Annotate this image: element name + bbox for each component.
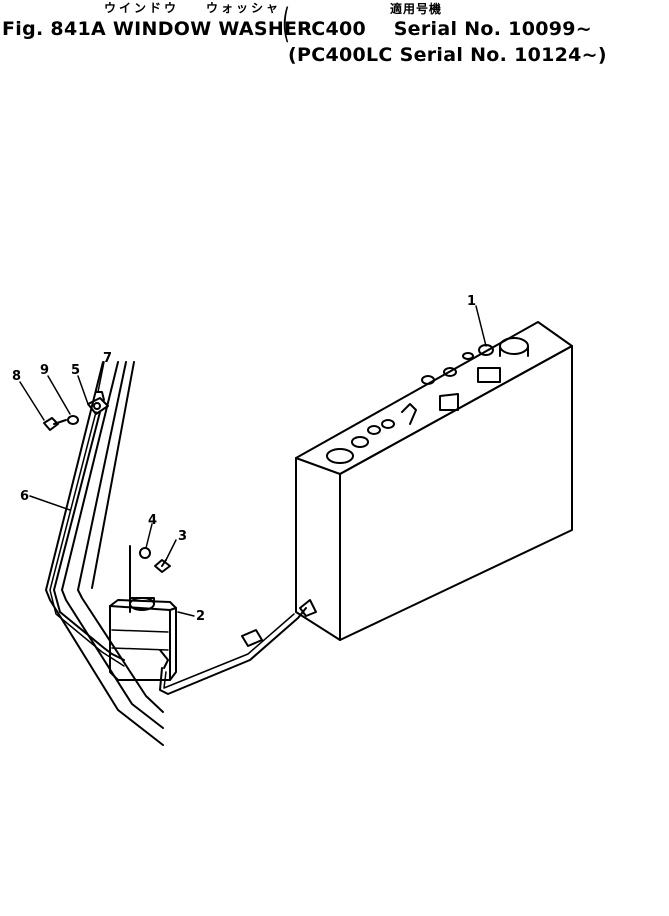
- washer-hose-inner: [49, 411, 125, 667]
- callout-4: 4: [148, 513, 157, 528]
- serial-open-paren: (: [282, 1, 290, 47]
- callout-2: 2: [196, 609, 205, 624]
- tank-bolt-3: [154, 559, 171, 573]
- applicability-label: 適用号機: [390, 2, 443, 16]
- figure-title: Fig. 841A WINDOW WASHER: [2, 18, 313, 40]
- tank-washer-ring: [139, 547, 151, 559]
- callout-7: 7: [103, 351, 112, 366]
- washer-tube-inner: [163, 613, 295, 689]
- controller-box: [295, 321, 573, 641]
- callout-1: 1: [467, 294, 476, 309]
- washer-tube: [159, 607, 307, 695]
- callout-8: 8: [12, 369, 21, 384]
- callout-6: 6: [20, 489, 29, 504]
- cab-window-frame: [45, 361, 164, 746]
- serial-line-pc400lc: (PC400LC Serial No. 10124~): [288, 44, 607, 66]
- washer-tank: [109, 597, 177, 681]
- kana-washer-label: ウォッシャ: [206, 1, 282, 15]
- tube-connector: [241, 629, 263, 647]
- serial-line-pc400: PC400 Serial No. 10099~: [297, 18, 592, 40]
- control-knobs: [326, 337, 529, 464]
- callout-leaders: [19, 305, 487, 617]
- callout-9: 9: [40, 363, 49, 378]
- callout-3: 3: [178, 529, 187, 544]
- mounting-bolt-8: [43, 417, 67, 431]
- kana-window-label: ウインドウ: [104, 1, 180, 15]
- callout-5: 5: [71, 363, 80, 378]
- washer-ring: [67, 415, 79, 425]
- washer-hose: [53, 411, 125, 661]
